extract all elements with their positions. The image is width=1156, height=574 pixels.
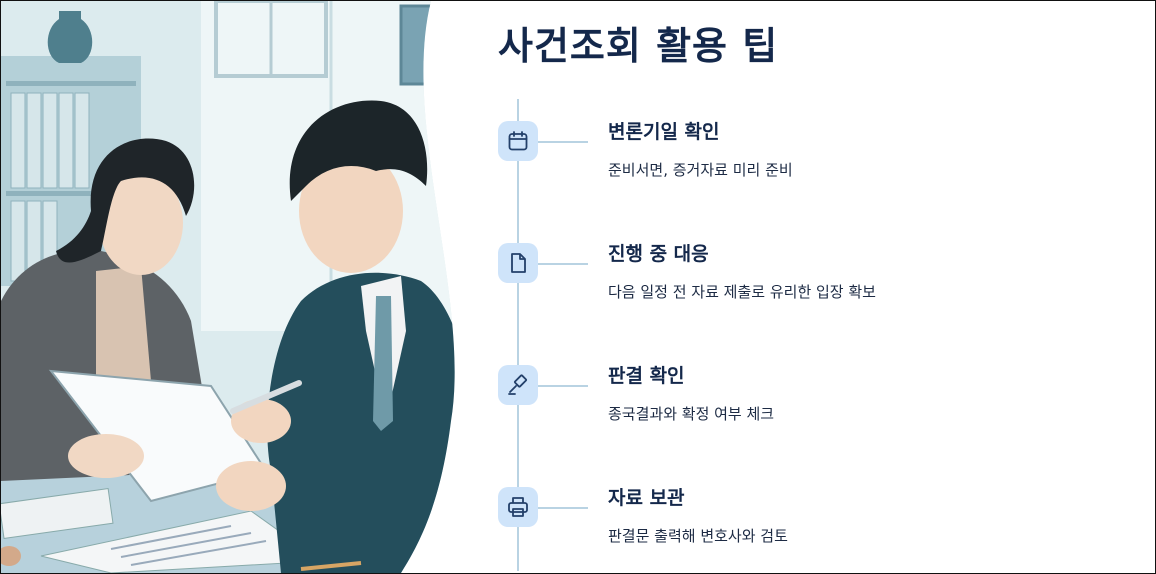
printer-icon bbox=[498, 487, 538, 527]
step-title: 자료 보관 bbox=[608, 487, 685, 509]
step-description: 다음 일정 전 자료 제출로 유리한 입장 확보 bbox=[608, 283, 876, 301]
timeline-connector bbox=[538, 385, 588, 387]
tip-step-hearing-date: 변론기일 확인 준비서면, 증거자료 미리 준비 bbox=[498, 121, 1118, 201]
tip-step-document-storage: 자료 보관 판결문 출력해 변호사와 검토 bbox=[498, 487, 1118, 567]
step-title: 변론기일 확인 bbox=[608, 121, 720, 143]
document-icon bbox=[498, 243, 538, 283]
step-title: 진행 중 대응 bbox=[608, 243, 709, 265]
calendar-icon bbox=[498, 121, 538, 161]
step-description: 준비서면, 증거자료 미리 준비 bbox=[608, 161, 793, 179]
gavel-icon bbox=[498, 365, 538, 405]
timeline-connector bbox=[538, 507, 588, 509]
timeline-connector bbox=[538, 141, 588, 143]
timeline-connector bbox=[538, 263, 588, 265]
tip-step-judgment-check: 판결 확인 종국결과와 확정 여부 체크 bbox=[498, 365, 1118, 445]
tip-step-ongoing-response: 진행 중 대응 다음 일정 전 자료 제출로 유리한 입장 확보 bbox=[498, 243, 1118, 323]
step-description: 판결문 출력해 변호사와 검토 bbox=[608, 527, 788, 545]
timeline-line bbox=[517, 99, 519, 571]
page-title: 사건조회 활용 팁 bbox=[498, 24, 779, 68]
step-title: 판결 확인 bbox=[608, 365, 685, 387]
illustration-consultation bbox=[1, 1, 471, 573]
step-description: 종국결과와 확정 여부 체크 bbox=[608, 405, 775, 423]
